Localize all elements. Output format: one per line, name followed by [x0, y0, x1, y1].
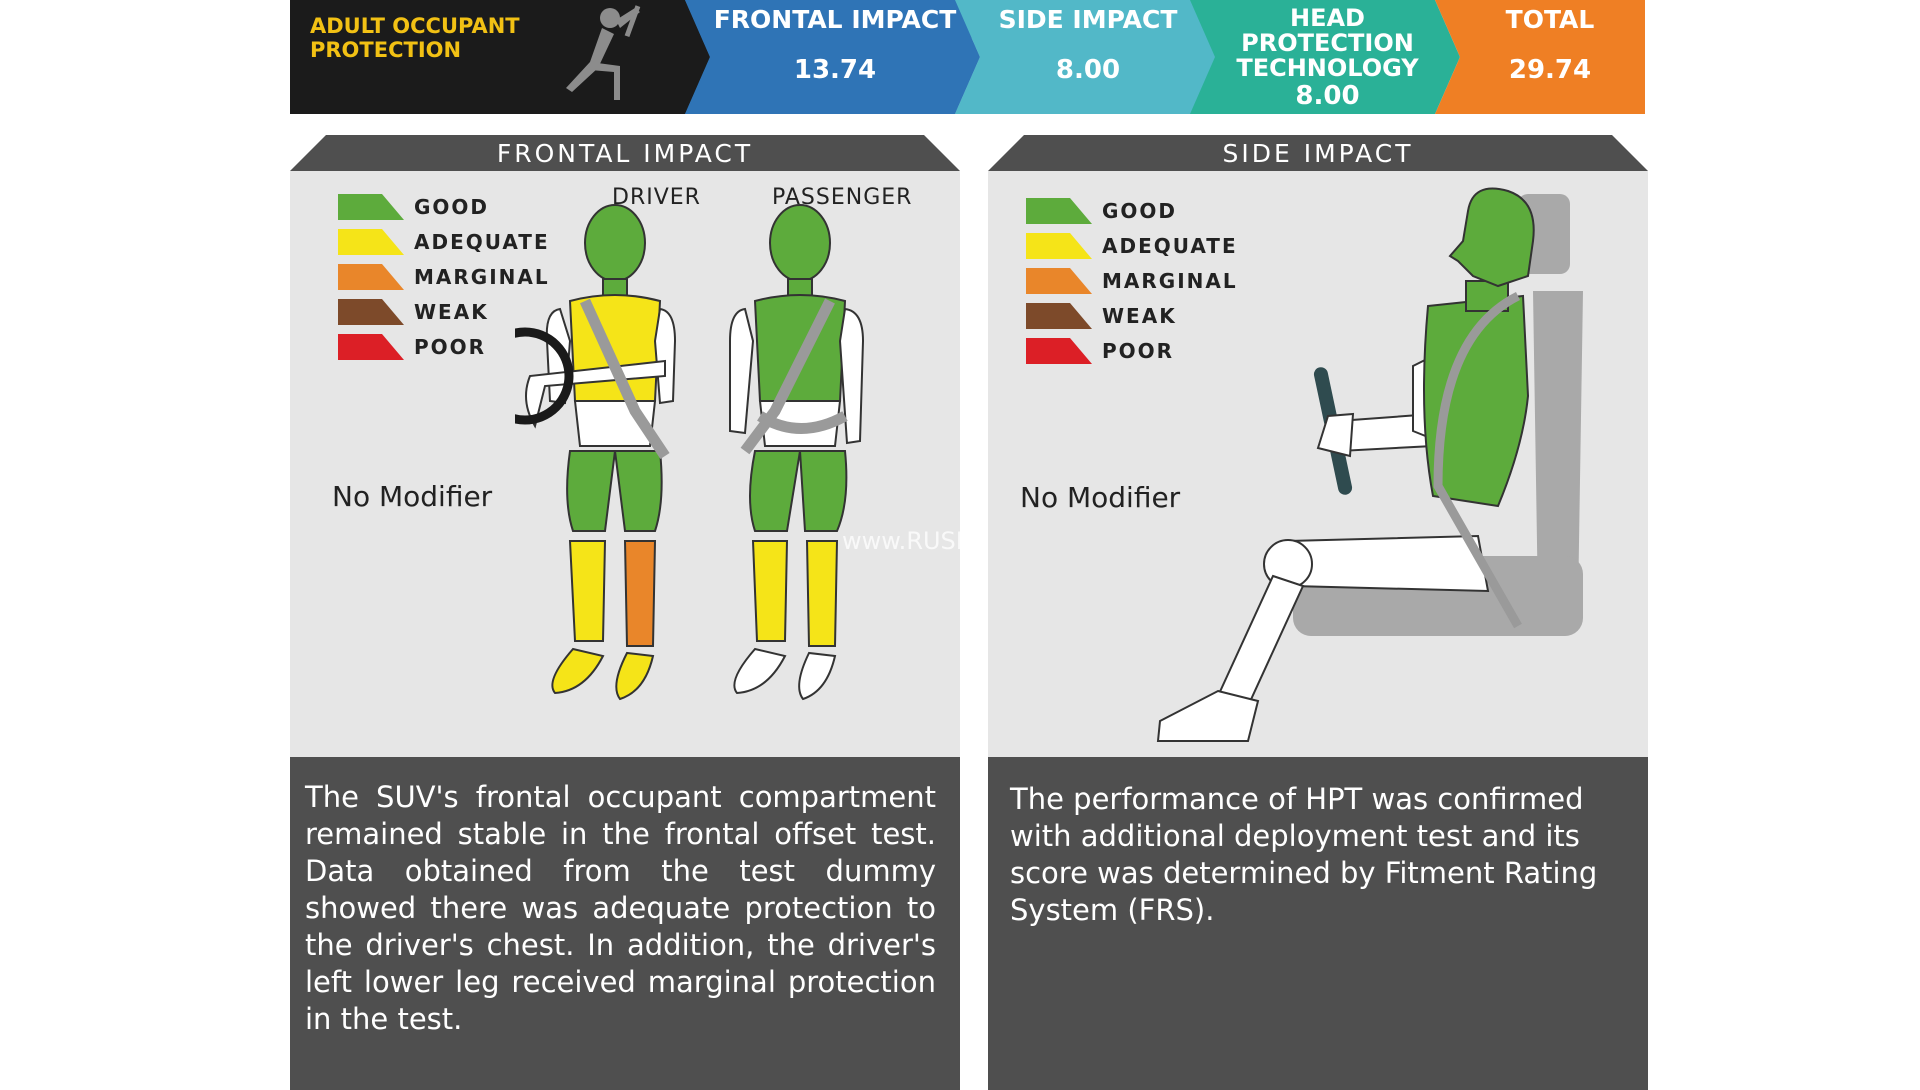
frontal-impact-title: FRONTAL IMPACT: [496, 139, 754, 168]
side-legend-adequate: ADEQUATE: [1026, 228, 1238, 263]
header-side-label: SIDE IMPACT: [998, 5, 1178, 34]
side-legend-weak: WEAK: [1026, 298, 1238, 333]
side-impact-title: SIDE IMPACT: [1222, 139, 1414, 168]
legend-weak-swatch: [338, 298, 404, 325]
side-dummy: [1156, 187, 1583, 742]
side-legend-marginal-label: MARGINAL: [1102, 268, 1238, 293]
side-legend-marginal: MARGINAL: [1026, 263, 1238, 298]
side-impact-description: The performance of HPT was confirmed wit…: [988, 757, 1648, 1090]
driver-seatbelt: [579, 298, 670, 460]
driver-right-lower-leg: [568, 540, 607, 642]
side-legend: GOOD ADEQUATE MARGINAL WEAK POOR: [1026, 193, 1238, 368]
side-legend-good: GOOD: [1026, 193, 1238, 228]
header-frontal-score: 13.74: [793, 55, 877, 85]
side-thigh: [1286, 534, 1490, 593]
driver-left-foot: [615, 651, 655, 701]
header-total: TOTAL 29.74: [1460, 6, 1640, 85]
driver-left-thigh: [566, 450, 617, 532]
side-seatbelt: [1433, 291, 1522, 629]
legend-good-label: GOOD: [414, 194, 490, 219]
driver-right-arm: [653, 307, 677, 405]
passenger-left-arm: [838, 307, 865, 445]
legend-weak-label: WEAK: [414, 299, 489, 324]
side-legend-good-label: GOOD: [1102, 198, 1178, 223]
driver-right-foot: [551, 647, 605, 695]
legend-weak: WEAK: [338, 294, 550, 329]
driver-right-thigh: [613, 450, 663, 532]
legend-good: GOOD: [338, 189, 550, 224]
side-legend-poor: POOR: [1026, 333, 1238, 368]
legend-marginal-swatch: [338, 263, 404, 290]
side-no-modifier: No Modifier: [1020, 481, 1181, 514]
passenger-left-lower-leg: [805, 540, 839, 647]
passenger-seatbelt: [740, 298, 835, 455]
driver-left-lower-leg: [623, 540, 657, 647]
driver-dummy: [515, 204, 677, 701]
passenger-left-foot: [798, 651, 837, 701]
side-chest: [1423, 294, 1530, 508]
side-legend-weak-swatch: [1026, 302, 1092, 329]
header-hpt-score: 8.00: [1295, 81, 1360, 111]
header-frontal-label: FRONTAL IMPACT: [713, 5, 957, 34]
passenger-right-arm: [729, 307, 755, 435]
side-foot: [1156, 689, 1260, 742]
frontal-title-bar: [290, 135, 960, 171]
adult-occupant-protection-title: ADULT OCCUPANT PROTECTION: [310, 14, 520, 62]
passenger-head: [769, 204, 831, 282]
legend-adequate-swatch: [338, 228, 404, 255]
passenger-right-foot: [733, 647, 787, 695]
header-head-protection: HEAD PROTECTION TECHNOLOGY 8.00: [1210, 4, 1445, 112]
side-hand: [1316, 412, 1355, 458]
legend-good-swatch: [338, 193, 404, 220]
occupant-icon: [566, 5, 641, 100]
passenger-chest: [753, 294, 847, 402]
side-legend-poor-label: POOR: [1102, 338, 1175, 363]
side-impact-panel: SIDE IMPACT GOOD ADEQUATE MARGINAL WEAK …: [988, 135, 1648, 1090]
passenger-lap-belt: [757, 411, 848, 434]
passenger-left-thigh: [798, 450, 848, 532]
legend-poor-swatch: [338, 333, 404, 360]
side-impact-diagram: GOOD ADEQUATE MARGINAL WEAK POOR No Modi…: [988, 171, 1648, 757]
side-title-bar: [988, 135, 1648, 171]
side-legend-good-swatch: [1026, 197, 1092, 224]
frontal-impact-description: The SUV's frontal occupant compartment r…: [290, 757, 960, 1090]
passenger-right-lower-leg: [751, 540, 789, 642]
side-legend-adequate-label: ADEQUATE: [1102, 233, 1238, 258]
side-legend-marginal-swatch: [1026, 267, 1092, 294]
header-total-label: TOTAL: [1505, 5, 1595, 34]
frontal-impact-panel: FRONTAL IMPACT GOOD ADEQUATE MARGINAL WE…: [290, 135, 960, 1090]
legend-adequate-label: ADEQUATE: [414, 229, 550, 254]
legend-poor-label: POOR: [414, 334, 487, 359]
legend-adequate: ADEQUATE: [338, 224, 550, 259]
frontal-impact-diagram: GOOD ADEQUATE MARGINAL WEAK POOR DRIVER …: [290, 171, 960, 757]
frontal-no-modifier: No Modifier: [332, 480, 493, 513]
driver-head: [584, 204, 646, 282]
side-head: [1448, 187, 1535, 288]
driver-label: DRIVER: [612, 185, 701, 210]
side-legend-weak-label: WEAK: [1102, 303, 1177, 328]
legend-marginal: MARGINAL: [338, 259, 550, 294]
header-side-impact: SIDE IMPACT 8.00: [958, 6, 1218, 85]
steering-wheel-icon: [515, 327, 574, 425]
side-legend-adequate-swatch: [1026, 232, 1092, 259]
header-background: [290, 0, 1645, 114]
header-hpt-label: HEAD PROTECTION TECHNOLOGY: [1236, 4, 1419, 82]
passenger-right-thigh: [749, 450, 802, 532]
legend-marginal-label: MARGINAL: [414, 264, 550, 289]
header-side-score: 8.00: [1055, 55, 1121, 85]
rating-header: ADULT OCCUPANT PROTECTION FRONTAL IMPACT…: [290, 0, 1645, 114]
passenger-dummy: [729, 204, 865, 701]
frontal-legend: GOOD ADEQUATE MARGINAL WEAK POOR: [338, 189, 550, 364]
seat-back: [1533, 291, 1583, 606]
header-total-score: 29.74: [1508, 55, 1592, 85]
side-lower-leg: [1216, 574, 1305, 708]
side-legend-poor-swatch: [1026, 337, 1092, 364]
legend-poor: POOR: [338, 329, 550, 364]
header-frontal-impact: FRONTAL IMPACT 13.74: [690, 6, 980, 85]
